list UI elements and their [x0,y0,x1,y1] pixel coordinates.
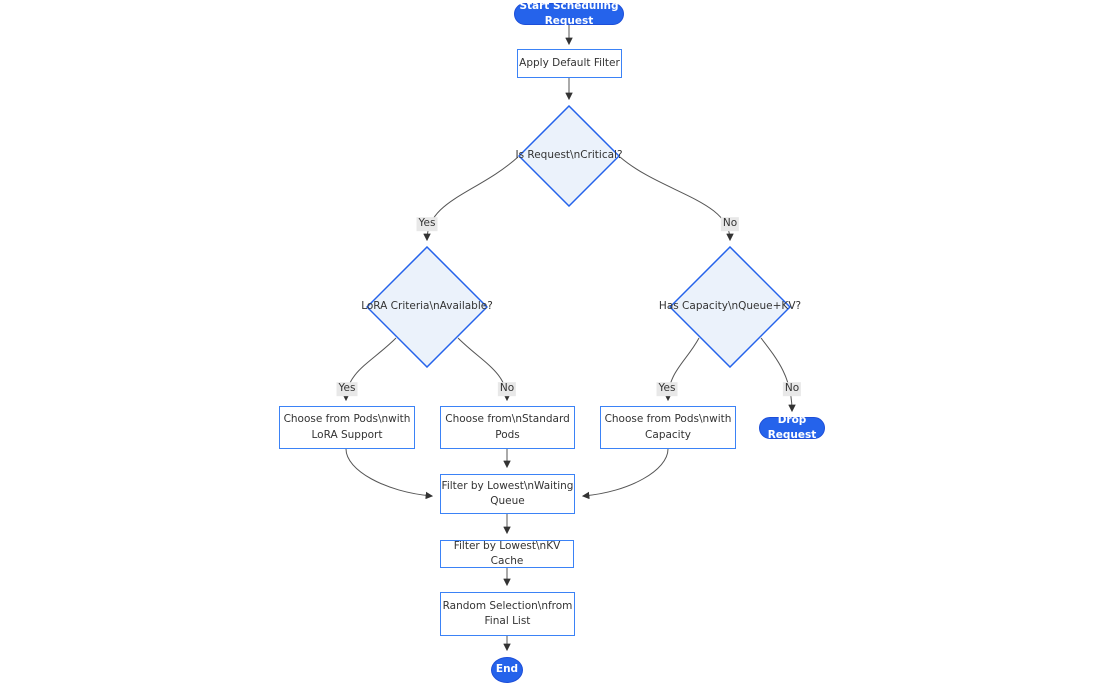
end-node: End [491,657,523,683]
node-line: Choose from Pods\nwith [283,413,411,426]
node-line: Choose from Pods\nwith [604,413,732,426]
choose-standard-pods-node: Choose from\nStandard Pods [440,406,575,449]
decision-is-critical: Is Request\nCritical? [515,105,623,207]
random-selection-node: Random Selection\nfrom Final List [440,592,575,636]
edge-label-critical-yes: Yes [416,217,438,231]
edge-critical-lora [423,156,519,242]
end-node-label: End [495,663,519,676]
edge-choose-lora-filter-queue [345,448,434,500]
choose-lora-pods-node: Choose from Pods\nwith LoRA Support [279,406,415,449]
edge-label-lora-yes: Yes [336,382,358,396]
edge-capacity-drop [760,337,796,413]
apply-default-filter-label: Apply Default Filter [519,56,620,69]
node-line: Pods [495,428,520,441]
drop-request-label: Drop Request [767,413,817,441]
drop-request-node: Drop Request [759,414,825,441]
node-line: Random Selection\nfrom [442,599,573,612]
choose-capacity-pods-node: Choose from Pods\nwith Capacity [600,406,736,449]
edge-choose-capacity-filter-queue [581,448,669,500]
decision-lora-criteria: LoRA Criteria\nAvailable? [361,246,493,368]
filter-kv-cache-label: Filter by Lowest\nKV Cache [453,539,561,567]
diamond-shape [518,105,620,207]
apply-default-filter-node: Apply Default Filter [517,49,622,78]
filter-waiting-queue-node: Filter by Lowest\nWaiting Queue [440,474,575,514]
edge-label-lora-no: No [497,382,517,396]
node-line: Capacity [645,428,691,441]
edge-critical-capacity [619,156,734,242]
edge-label-capacity-no: No [782,382,802,396]
decision-has-capacity: Has Capacity\nQueue+KV? [659,246,801,368]
choose-lora-pods-label: Choose from Pods\nwith LoRA Support [284,412,411,442]
node-line: LoRA Support [311,428,383,441]
random-selection-label: Random Selection\nfrom Final List [443,599,573,629]
filter-waiting-queue-label: Filter by Lowest\nWaiting Queue [442,479,574,509]
decision-is-critical-label: Is Request\nCritical? [515,149,623,162]
diamond-shape [669,246,791,368]
node-line: Queue [490,495,525,507]
filter-kv-cache-node: Filter by Lowest\nKV Cache [440,540,574,568]
node-line: Filter by Lowest\nWaiting [441,479,574,492]
node-line: Final List [484,615,531,627]
edge-label-capacity-yes: Yes [656,382,678,396]
choose-capacity-pods-label: Choose from Pods\nwith Capacity [605,412,732,442]
start-node-label: Start Scheduling Request [519,0,619,27]
edge-label-critical-no: No [720,217,740,231]
decision-has-capacity-label: Has Capacity\nQueue+KV? [658,300,802,313]
node-line: Choose from\nStandard [445,413,570,426]
diamond-shape [366,246,488,368]
decision-lora-criteria-label: LoRA Criteria\nAvailable? [361,300,493,313]
start-node: Start Scheduling Request [514,0,624,27]
choose-standard-pods-label: Choose from\nStandard Pods [445,412,570,442]
